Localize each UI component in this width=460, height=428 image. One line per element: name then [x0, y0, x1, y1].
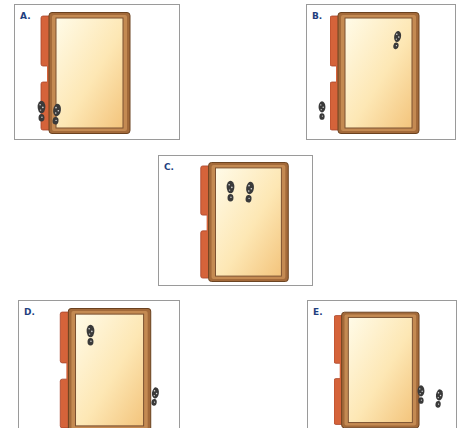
option-letter: C.: [164, 163, 174, 172]
footprint: [319, 101, 326, 120]
footprint: [51, 103, 62, 125]
option-letter: E.: [313, 308, 323, 317]
option-letter: A.: [20, 12, 31, 21]
footprint: [434, 389, 443, 408]
footprint: [244, 181, 255, 203]
footprint: [38, 101, 46, 122]
option-letter: B.: [312, 12, 322, 21]
answer-panel: A.: [14, 4, 180, 140]
footprint: [227, 181, 235, 202]
door: [330, 13, 419, 134]
answer-panel: C.: [158, 155, 313, 286]
option-letter: D.: [24, 308, 35, 317]
door: [41, 13, 130, 134]
answer-panel: D.: [18, 300, 180, 428]
footprint: [418, 385, 425, 404]
door: [201, 162, 289, 281]
door: [60, 309, 150, 428]
answer-panel: B.: [306, 4, 456, 140]
footprint: [87, 325, 95, 346]
footprint: [150, 387, 159, 406]
door: [334, 312, 419, 428]
answer-panel: E.: [307, 300, 457, 428]
footprint: [392, 30, 402, 49]
